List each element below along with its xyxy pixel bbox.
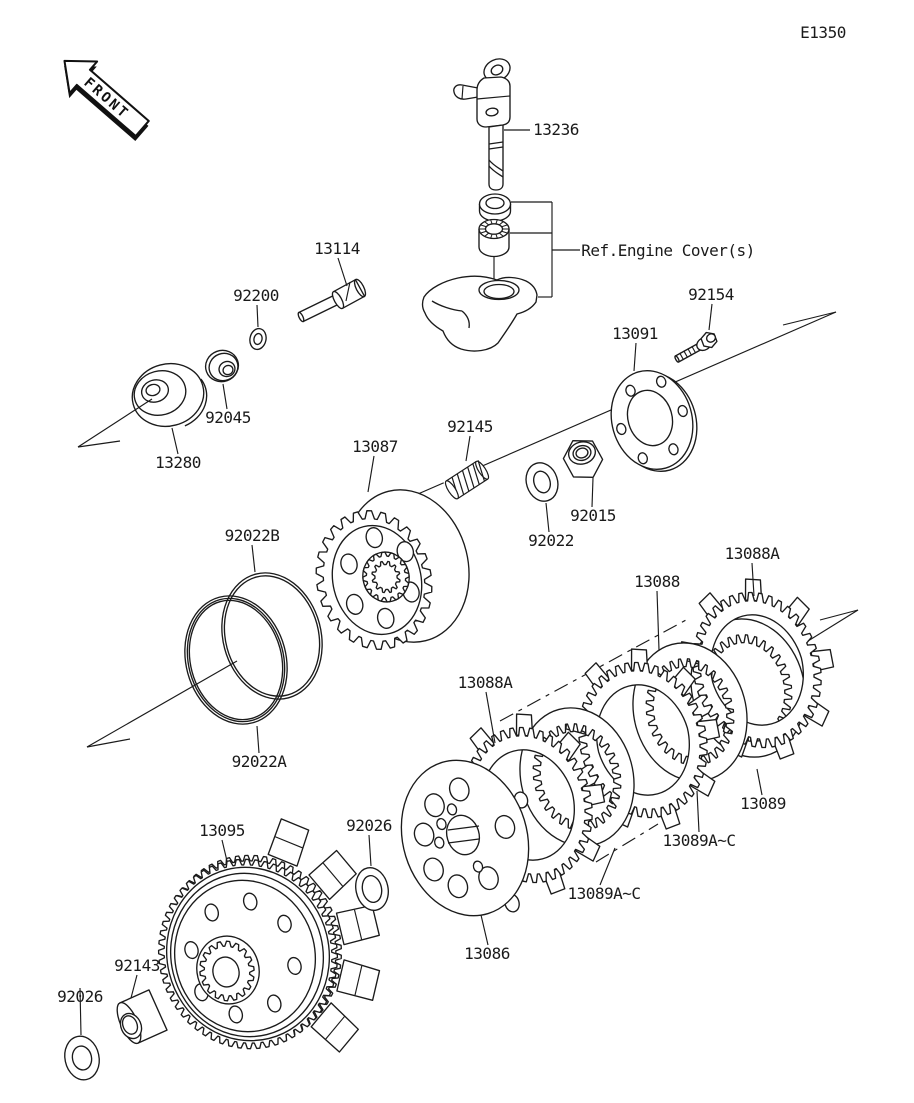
part-callout-13280: 13280: [155, 453, 201, 472]
front-arrow-face: [63, 59, 150, 138]
part-callout-92026-lower: 92026: [57, 987, 103, 1006]
part-callout-92015: 92015: [570, 506, 616, 525]
part-callout-13088A-rear: 13088A: [724, 544, 780, 563]
part-callout-92145: 92145: [447, 417, 493, 436]
part-callout-92200: 92200: [233, 286, 279, 305]
part-callout-13087: 13087: [352, 437, 398, 456]
part-callout-13089AC-left: 13089A~C: [567, 884, 641, 903]
ref-engine-cover-label: Ref.Engine Cover(s): [581, 241, 755, 260]
part-callout-13089AC-right: 13089A~C: [662, 831, 736, 850]
part-callout-92154: 92154: [688, 285, 734, 304]
part-callout-13088A-front: 13088A: [457, 673, 513, 692]
exploded-parts-lines: [64, 58, 859, 1081]
part-callout-92022: 92022: [528, 531, 574, 550]
part-callout-92022B: 92022B: [224, 526, 280, 545]
part-callout-92045: 92045: [205, 408, 251, 427]
part-callout-13114: 13114: [314, 239, 360, 258]
part-callout-13095: 13095: [199, 821, 245, 840]
part-callout-13088: 13088: [634, 572, 680, 591]
front-direction-arrow: FRONT: [63, 59, 150, 142]
part-callout-92143: 92143: [114, 956, 160, 975]
page-code: E1350: [800, 23, 846, 42]
part-callout-13089: 13089: [740, 794, 786, 813]
part-callout-13086: 13086: [464, 944, 510, 963]
part-callout-13236: 13236: [533, 120, 579, 139]
part-callout-92022A: 92022A: [231, 752, 287, 771]
part-callout-92026-upper: 92026: [346, 816, 392, 835]
part-callout-13091: 13091: [612, 324, 658, 343]
